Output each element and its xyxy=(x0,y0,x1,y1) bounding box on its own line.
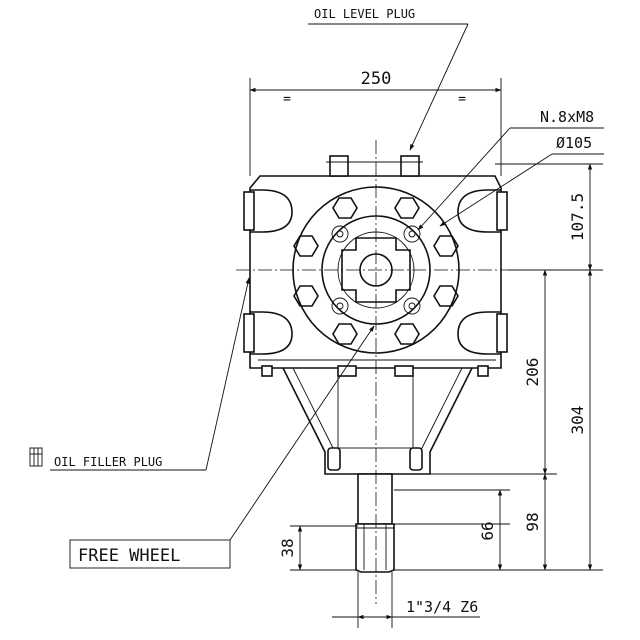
oil-filler-plug-label: OIL FILLER PLUG xyxy=(54,455,162,469)
center-lines xyxy=(236,140,520,604)
free-wheel-label: FREE WHEEL xyxy=(78,546,180,566)
dim-top-to-center: 107.5 xyxy=(568,193,587,241)
dim-spline-length: 66 xyxy=(478,521,497,540)
shaft-spec: 1"3/4 Z6 xyxy=(406,598,478,616)
dim-shaft-length: 98 xyxy=(523,512,542,531)
bolt-spec-label: N.8xM8 xyxy=(540,108,594,126)
annotations: OIL LEVEL PLUG N.8xM8 Ø105 OIL FILLER PL… xyxy=(29,7,604,569)
oil-filler-plug-icon xyxy=(29,447,43,467)
gearbox-housing xyxy=(243,155,508,475)
equal-left: = xyxy=(283,92,291,107)
dim-center-to-bottom: 304 xyxy=(568,406,587,435)
dim-center-to-shaft: 206 xyxy=(523,358,542,387)
oil-level-plug-label: OIL LEVEL PLUG xyxy=(314,7,415,21)
vent-plug xyxy=(329,155,349,177)
dim-spline-offset: 38 xyxy=(278,538,297,557)
oil-level-plug xyxy=(400,155,420,177)
dim-width: 250 xyxy=(361,69,392,89)
flange-hex-bolts xyxy=(293,197,459,345)
m8-holes xyxy=(331,225,421,315)
dimensions: 250 = = 107.5 206 304 98 66 38 1 xyxy=(249,69,603,628)
bolt-circle-label: Ø105 xyxy=(556,134,592,152)
output-shaft xyxy=(355,473,395,573)
equal-right: = xyxy=(458,92,466,107)
